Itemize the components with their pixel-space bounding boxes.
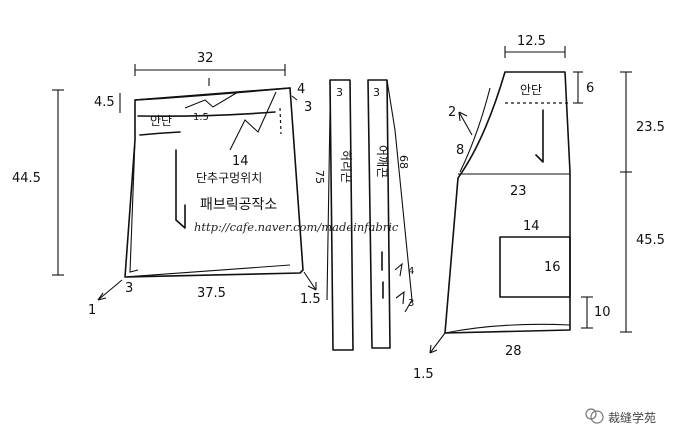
skirt-grainline bbox=[175, 149, 186, 229]
apron-pocket bbox=[499, 236, 571, 298]
skirt-hem-right-arrowhead bbox=[307, 282, 317, 291]
strap-notch-bottom bbox=[395, 290, 405, 305]
apron-top-width: 12.5 bbox=[517, 34, 546, 49]
apron-hem-arrowhead bbox=[429, 344, 438, 354]
apron-pocket-offset: 10 bbox=[594, 305, 611, 320]
strap-label: 어깨끈 bbox=[375, 145, 389, 178]
skirt-waist-drop: 4.5 bbox=[94, 95, 115, 110]
skirt-facing-line bbox=[137, 111, 276, 117]
waistband-fold bbox=[326, 80, 331, 301]
skirt-hem-left-in: 3 bbox=[125, 281, 133, 296]
strap-length: 68 bbox=[397, 155, 410, 169]
skirt-hip-label: 1.5 bbox=[193, 112, 209, 123]
skirt-facing-bottom bbox=[139, 131, 181, 136]
apron-pocket-width: 14 bbox=[523, 219, 540, 234]
skirt-pleat-zigzag bbox=[184, 91, 239, 109]
apron-lower-height: 45.5 bbox=[636, 233, 665, 248]
strap-notch-top bbox=[394, 262, 403, 277]
skirt-hem-inner bbox=[124, 264, 291, 278]
apron-armhole-inner bbox=[459, 87, 491, 173]
waistband-top-num: 3 bbox=[336, 86, 343, 99]
skirt-button-dots bbox=[279, 107, 282, 135]
waistband-length: 75 bbox=[313, 170, 326, 184]
apron-pocket-height: 16 bbox=[544, 260, 561, 275]
skirt-hem-left-arrow bbox=[97, 279, 123, 301]
skirt-facing-label: 안단 bbox=[150, 114, 172, 128]
waistband-label: 허리끈 bbox=[339, 150, 353, 183]
apron-grainline bbox=[535, 109, 544, 163]
strap-top-num: 3 bbox=[373, 86, 380, 99]
apron-hem-arrow bbox=[429, 332, 446, 354]
skirt-top-width: 32 bbox=[197, 51, 214, 66]
skirt-pleat-side: 3 bbox=[304, 100, 312, 115]
strap-fold bbox=[386, 79, 413, 313]
apron-hem-width: 28 bbox=[505, 344, 522, 359]
skirt-guide-num: 14 bbox=[232, 154, 249, 169]
skirt-length: 44.5 bbox=[12, 171, 41, 186]
skirt-hem-width: 37.5 bbox=[197, 286, 226, 301]
apron-facing-depth: 6 bbox=[586, 81, 594, 96]
strap-piece: 3 어깨끈 68 4 3 bbox=[367, 79, 414, 349]
skirt-pleat-fold bbox=[229, 91, 277, 151]
apron-outline bbox=[444, 71, 571, 334]
strap-mark-right: 4 bbox=[408, 266, 414, 277]
apron-armhole-curve: 8 bbox=[456, 143, 464, 158]
apron-armhole-arrow bbox=[458, 111, 473, 136]
skirt-hem-right-ext: 1.5 bbox=[300, 292, 321, 307]
apron-piece: 12.5 안단 14 16 23 6 23.5 45.5 10 2 bbox=[413, 34, 665, 382]
apron-armhole-small: 2 bbox=[448, 105, 456, 120]
skirt-hem-left-arrowhead bbox=[97, 292, 107, 301]
apron-mid-width: 23 bbox=[510, 184, 527, 199]
skirt-pleat-arrow bbox=[291, 95, 298, 101]
skirt-piece: 32 4.5 안단 1.5 4 3 14 단추구멍위치 44.5 37.5 bbox=[12, 51, 321, 318]
skirt-inner-side bbox=[129, 139, 139, 273]
brand-url: http://cafe.naver.com/madeinfabric bbox=[194, 220, 399, 234]
watermark-icon-small bbox=[585, 408, 597, 420]
apron-hem-ext: 1.5 bbox=[413, 367, 434, 382]
skirt-waist-line bbox=[134, 87, 291, 101]
watermark: 裁缝学苑 bbox=[585, 408, 656, 425]
waistband-outline bbox=[329, 79, 354, 351]
watermark-icon bbox=[590, 410, 604, 424]
strap-mark-bottom: 3 bbox=[408, 298, 414, 309]
skirt-hem-right-arrow bbox=[303, 271, 317, 291]
apron-upper-height: 23.5 bbox=[636, 120, 665, 135]
skirt-hem-left-ext: 1 bbox=[88, 303, 96, 318]
waistband-piece: 3 허리끈 75 bbox=[313, 79, 354, 351]
brand-name: 패브릭공작소 bbox=[200, 197, 277, 213]
apron-hem-inner bbox=[444, 323, 571, 334]
watermark-text: 裁缝学苑 bbox=[608, 410, 656, 425]
apron-facing: 안단 bbox=[520, 83, 542, 97]
strap-outline bbox=[367, 79, 391, 349]
skirt-pleat-top: 4 bbox=[297, 82, 305, 97]
skirt-button-guide: 단추구멍위치 bbox=[196, 171, 262, 185]
